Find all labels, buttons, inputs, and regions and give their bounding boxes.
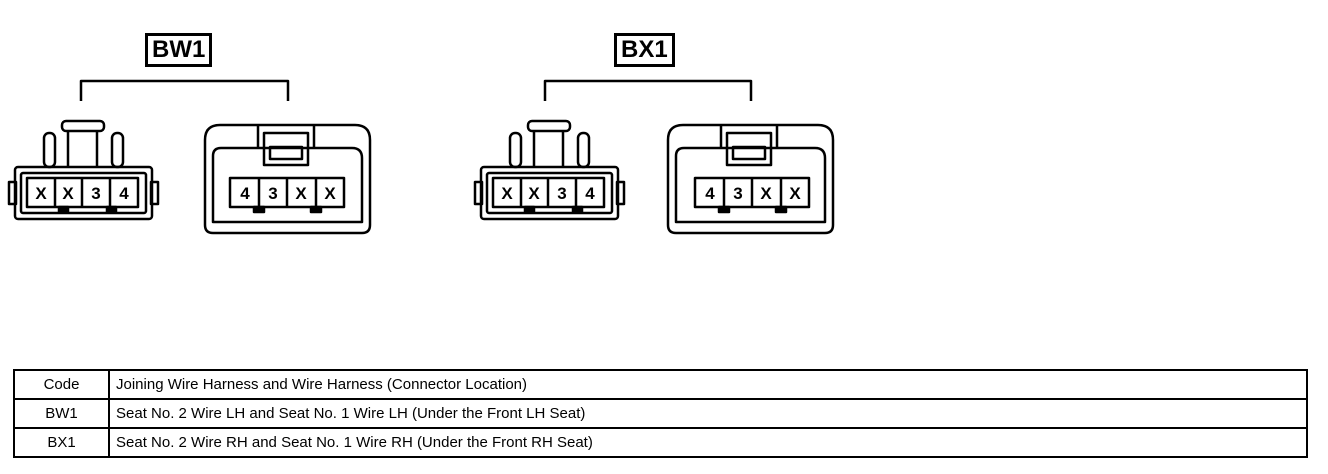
connector-drawing: X X 3 4 4 3 X X X X 3 4 4 3 X X: [7, 79, 835, 235]
connector-legend-table: Code Joining Wire Harness and Wire Harne…: [13, 369, 1308, 458]
bracket-bw1: [79, 79, 290, 101]
header-code: Code: [13, 369, 110, 400]
pin-label: X: [62, 184, 74, 203]
pin-label: X: [760, 184, 772, 203]
pin-label: X: [295, 184, 307, 203]
row-description: Seat No. 2 Wire LH and Seat No. 1 Wire L…: [108, 398, 1308, 429]
pin-label: 4: [119, 184, 129, 203]
table-row: BW1 Seat No. 2 Wire LH and Seat No. 1 Wi…: [13, 398, 1308, 429]
pin-label: X: [501, 184, 513, 203]
pin-label: 4: [585, 184, 595, 203]
pin-label: 3: [91, 184, 100, 203]
header-description: Joining Wire Harness and Wire Harness (C…: [108, 369, 1308, 400]
male-connector-bw1: [7, 119, 160, 221]
connector-diagram: BW1 BX1: [7, 33, 835, 235]
table-row: BX1 Seat No. 2 Wire RH and Seat No. 1 Wi…: [13, 427, 1308, 458]
pin-label: 3: [557, 184, 566, 203]
pin-label: X: [789, 184, 801, 203]
row-code: BW1: [13, 398, 110, 429]
pin-label: 3: [733, 184, 742, 203]
pin-label: X: [528, 184, 540, 203]
female-connector-bx1: [666, 123, 835, 235]
male-connector-bx1: [473, 119, 626, 221]
female-connector-bw1: [203, 123, 372, 235]
pin-label: 4: [240, 184, 250, 203]
pin-label: X: [35, 184, 47, 203]
row-description: Seat No. 2 Wire RH and Seat No. 1 Wire R…: [108, 427, 1308, 458]
connector-code-label-bw1: BW1: [145, 33, 213, 67]
pin-label: X: [324, 184, 336, 203]
pin-label: 4: [705, 184, 715, 203]
table-header-row: Code Joining Wire Harness and Wire Harne…: [13, 369, 1308, 400]
bracket-bx1: [543, 79, 753, 101]
row-code: BX1: [13, 427, 110, 458]
connector-code-label-bx1: BX1: [614, 33, 675, 67]
pin-label: 3: [268, 184, 277, 203]
